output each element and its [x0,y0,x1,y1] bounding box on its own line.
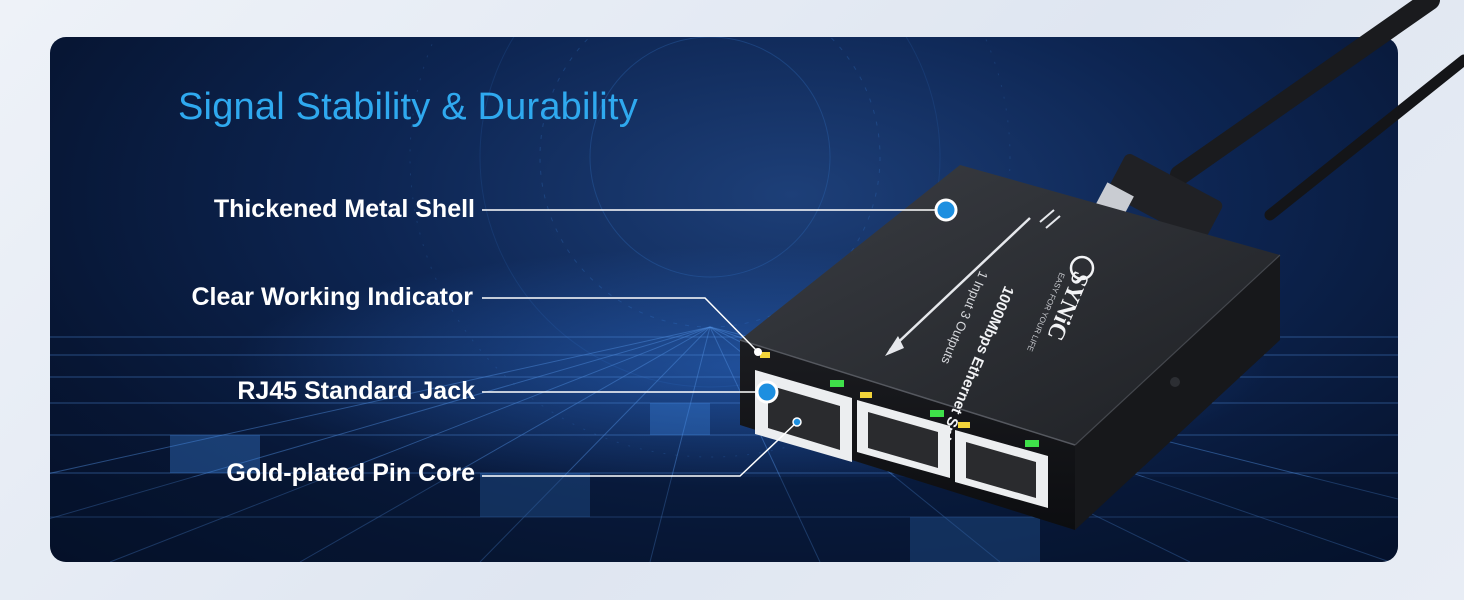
callout-lines [482,209,945,477]
indicator-led-green [830,380,844,387]
brand-logo-icon [1069,255,1095,281]
callout-dot-icon [792,417,802,427]
rj45-port-3 [955,422,1048,508]
indicator-led-yellow [958,422,970,428]
ethernet-cables [1095,0,1464,243]
callout-dots [754,198,958,427]
feature-label-gold-pin-core: Gold-plated Pin Core [226,459,475,487]
indicator-led-green [1025,440,1039,447]
callout-dot-icon [755,380,779,404]
indicator-led-yellow [860,392,872,398]
rj45-port-2 [857,392,950,478]
feature-label-rj45-jack: RJ45 Standard Jack [237,377,475,405]
ethernet-splitter-device: 1000Mbps Ethernet Splitter 1 Input 3 Out… [739,165,1281,530]
callout-dot-icon [934,198,958,222]
feature-label-metal-shell: Thickened Metal Shell [213,195,475,223]
callout-dot-icon [754,348,762,356]
feature-label-working-indicator: Clear Working Indicator [191,283,473,311]
indicator-led-green [930,410,944,417]
page-title: Signal Stability & Durability [178,86,638,128]
indicator-led-yellow [760,352,770,358]
screw-icon [1170,377,1180,387]
